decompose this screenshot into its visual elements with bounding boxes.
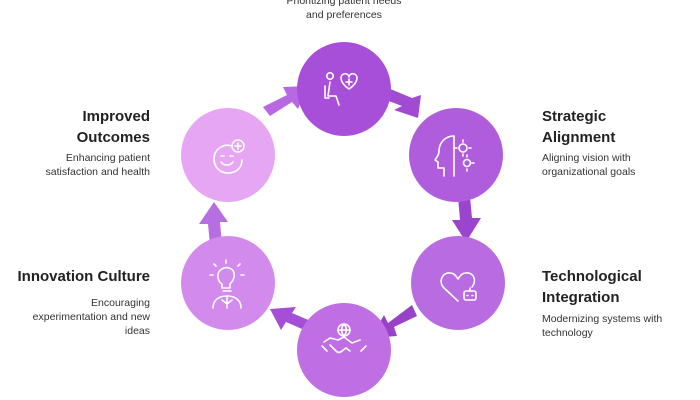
- node-innovation-culture: [181, 236, 275, 330]
- heart-robot-icon: [440, 272, 477, 302]
- cycle-nodes: [181, 42, 505, 397]
- arrow-bottom-to-left: [270, 307, 313, 332]
- cycle-arrows: [199, 86, 481, 338]
- description-technological-integration: Modernizing systems with technology: [542, 313, 663, 339]
- description-patient-centric: Prioritizing patient needs and preferenc…: [286, 0, 402, 21]
- arrow-upperleft-to-top: [263, 86, 308, 116]
- title-technological-integration: Technological Integration: [542, 268, 642, 306]
- description-improved-outcomes: Enhancing patient satisfaction and healt…: [45, 152, 151, 178]
- node-strategic-alignment: [409, 108, 503, 202]
- title-innovation-culture: Innovation Culture: [17, 268, 151, 285]
- handshake-globe-icon: [321, 323, 367, 354]
- description-innovation-culture: Encouraging experimentation and new idea…: [32, 297, 150, 337]
- node-technological-integration: [411, 236, 505, 330]
- lightbulb-person-icon: [209, 259, 245, 309]
- title-strategic-alignment: Strategic Alignment: [542, 108, 616, 146]
- person-seated-heart-plus-icon: [324, 72, 358, 106]
- description-strategic-alignment: Aligning vision with organizational goal…: [542, 152, 636, 178]
- head-gears-icon: [434, 135, 475, 177]
- title-improved-outcomes: Improved Outcomes: [76, 108, 150, 146]
- arrow-left-to-upperleft: [199, 202, 228, 245]
- node-improved-outcomes: [181, 108, 275, 202]
- smiley-plus-icon: [213, 139, 245, 174]
- arrow-right-to-lowright: [452, 197, 481, 242]
- arrow-top-to-right: [386, 88, 421, 118]
- node-patient-centric: [297, 42, 391, 136]
